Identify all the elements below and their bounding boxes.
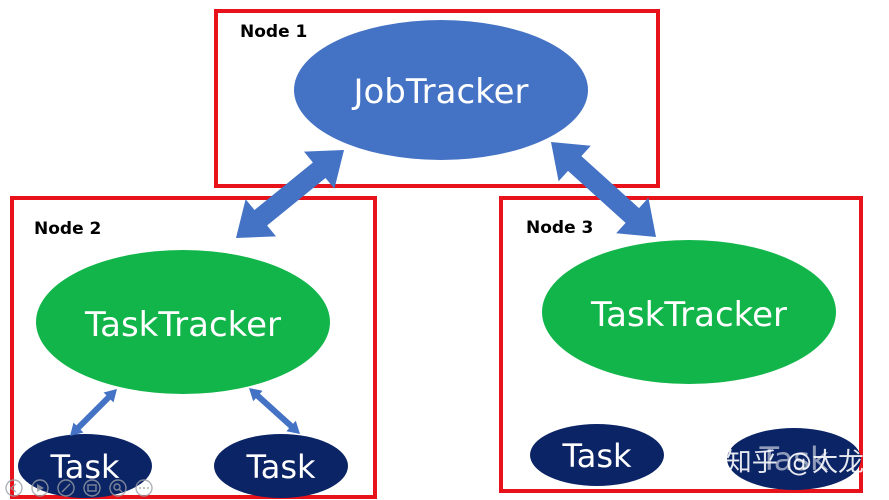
job-tracker-label: JobTracker	[351, 72, 528, 112]
arrow-tracker2-task2b	[249, 388, 300, 434]
watermark-text: 知乎 @太龙	[726, 448, 864, 478]
task-3b-label: Task	[758, 440, 829, 478]
job-tracker-ellipse	[294, 20, 588, 160]
task-2a-label: Task	[49, 448, 120, 486]
task-3b-ellipse	[727, 428, 861, 490]
slide-toolbar	[5, 479, 153, 497]
pen-icon[interactable]	[57, 479, 75, 497]
task-2a-ellipse	[18, 434, 152, 498]
node-3-label: Node 3	[526, 218, 593, 238]
task-3a-label: Task	[561, 437, 632, 475]
node-1-label: Node 1	[240, 22, 307, 42]
task-tracker-2-ellipse	[36, 250, 330, 394]
arrow-node1-node3	[551, 142, 656, 237]
task-tracker-2-label: TaskTracker	[84, 305, 281, 345]
arrows-layer	[70, 142, 656, 436]
slides-icon[interactable]	[83, 479, 101, 497]
node-2-label: Node 2	[34, 219, 101, 239]
zoom-icon[interactable]	[109, 479, 127, 497]
play-icon[interactable]	[31, 479, 49, 497]
task-tracker-3-label: TaskTracker	[590, 295, 787, 335]
node-1-box: Node 1 JobTracker	[214, 9, 660, 188]
node-2-box: Node 2 TaskTracker Task Task	[10, 196, 377, 499]
node-3-box: Node 3 TaskTracker Task Task	[499, 196, 863, 493]
more-icon[interactable]	[135, 479, 153, 497]
task-tracker-3-ellipse	[542, 240, 836, 384]
task-2b-ellipse	[214, 434, 348, 498]
prev-icon[interactable]	[5, 479, 23, 497]
arrow-tracker2-task2a	[70, 389, 117, 436]
arrow-node1-node2	[236, 150, 344, 238]
task-3a-ellipse	[530, 424, 664, 486]
task-2b-label: Task	[245, 448, 316, 486]
